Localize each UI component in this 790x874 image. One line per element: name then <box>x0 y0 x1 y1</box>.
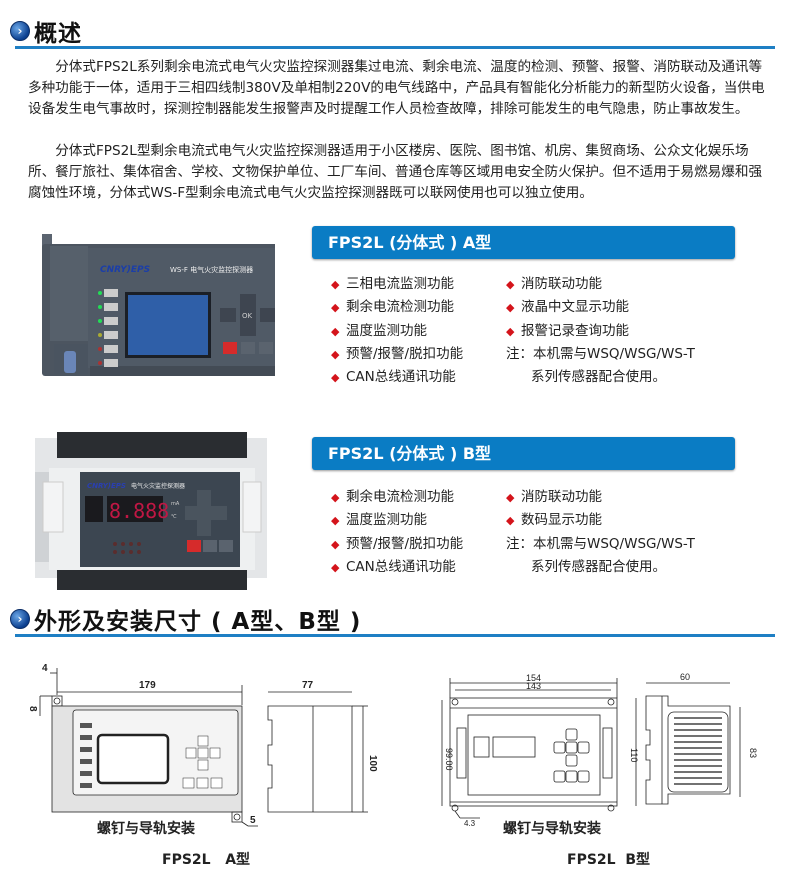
feature-item: ◆数码显示功能 <box>506 509 695 532</box>
chevron-right-circle-icon: › <box>10 21 30 41</box>
dim-label: 154 <box>526 673 541 683</box>
dim-label: 179 <box>139 680 156 691</box>
section-title: 概述 <box>34 21 82 47</box>
diamond-bullet-icon: ◆ <box>506 278 515 291</box>
overview-paragraph-1: 分体式FPS2L系列剩余电流式电气火灾监控探测器集过电流、剩余电流、温度的检测、… <box>28 59 765 117</box>
divider <box>15 634 775 637</box>
feature-item: ◆液晶中文显示功能 <box>506 296 695 319</box>
dim-label: 99.00 <box>444 748 454 771</box>
dim-label: 60 <box>680 672 690 682</box>
brand-logo: CNRY)EPS <box>100 265 150 275</box>
diamond-bullet-icon: ◆ <box>331 278 340 291</box>
dimension-drawing-b: 154 143 99.00 60 110 83 4.3 <box>441 672 758 828</box>
svg-text:mA: mA <box>171 501 180 507</box>
section-header-dimensions: › 外形及安装尺寸 ( A型、B型 ) <box>10 602 361 636</box>
model-b-banner: FPS2L (分体式 ) B型 <box>312 437 735 470</box>
digit-display: 8.888 <box>109 499 169 523</box>
model-a-features-right: ◆消防联动功能 ◆液晶中文显示功能 ◆报警记录查询功能 注：本机需与WSQ/WS… <box>506 273 695 389</box>
feature-item: ◆剩余电流检测功能 <box>331 486 463 509</box>
diamond-bullet-icon: ◆ <box>506 324 515 338</box>
diamond-bullet-icon: ◆ <box>331 491 340 504</box>
diamond-bullet-icon: ◆ <box>506 301 515 315</box>
device-label: 电气火灾监控探测器 <box>131 482 185 490</box>
diamond-bullet-icon: ◆ <box>331 560 340 574</box>
model-caption-a: FPS2L A型 <box>162 852 251 868</box>
note-line: 系列传感器配合使用。 <box>531 369 666 386</box>
led-indicators <box>98 289 118 367</box>
divider <box>15 46 775 49</box>
device-a-image: CNRY)EPS WS-F 电气火灾监控探测器 OK <box>20 232 288 382</box>
diamond-bullet-icon: ◆ <box>331 347 340 361</box>
device-b-image: CNRY)EPS 电气火灾监控探测器 8.888 mA ℃ <box>35 432 267 592</box>
dim-label: 77 <box>302 680 314 691</box>
diamond-bullet-icon: ◆ <box>506 491 515 504</box>
section-header-overview: › 概述 <box>10 14 82 48</box>
dimension-drawing-a: 4 179 8 77 100 5 <box>27 663 378 827</box>
dim-label: 8 <box>27 706 38 712</box>
svg-text:OK: OK <box>242 312 253 320</box>
feature-item: ◆预警/报警/脱扣功能 <box>331 533 463 556</box>
note-line: 系列传感器配合使用。 <box>531 558 666 575</box>
diamond-bullet-icon: ◆ <box>506 514 515 528</box>
install-caption-b: 螺钉与导轨安装 <box>503 821 601 837</box>
dim-label: 5 <box>250 815 256 826</box>
feature-item: ◆剩余电流检测功能 <box>331 296 463 319</box>
note-line: 注：本机需与WSQ/WSG/WS-T <box>506 535 695 552</box>
diamond-bullet-icon: ◆ <box>331 301 340 315</box>
install-caption-a: 螺钉与导轨安装 <box>97 821 195 837</box>
dim-label: 143 <box>526 681 541 691</box>
note-line: 注：本机需与WSQ/WSG/WS-T <box>506 345 695 362</box>
brand-logo: CNRY)EPS <box>87 482 126 490</box>
diamond-bullet-icon: ◆ <box>331 371 340 385</box>
model-a-banner: FPS2L (分体式 ) A型 <box>312 226 735 259</box>
dim-label: 100 <box>367 755 378 772</box>
feature-item: ◆温度监测功能 <box>331 320 463 343</box>
diamond-bullet-icon: ◆ <box>331 537 340 551</box>
chevron-right-circle-icon: › <box>10 609 30 629</box>
svg-text:℃: ℃ <box>171 514 177 520</box>
feature-item: ◆三相电流监测功能 <box>331 273 463 296</box>
feature-item: ◆消防联动功能 <box>506 486 695 509</box>
device-label: WS-F 电气火灾监控探测器 <box>170 265 253 274</box>
dim-label: 110 <box>629 748 639 762</box>
feature-item: ◆预警/报警/脱扣功能 <box>331 343 463 366</box>
section-title: 外形及安装尺寸 ( A型、B型 ) <box>34 609 362 635</box>
model-caption-b: FPS2L B型 <box>567 852 650 868</box>
dim-label: 4.3 <box>464 819 476 828</box>
feature-item: ◆消防联动功能 <box>506 273 695 296</box>
overview-paragraph-2: 分体式FPS2L型剩余电流式电气火灾监控探测器适用于小区楼房、医院、图书馆、机房… <box>28 143 763 201</box>
keypad <box>220 294 276 336</box>
feature-item: ◆报警记录查询功能 <box>506 320 695 343</box>
feature-item: ◆温度监测功能 <box>331 509 463 532</box>
model-a-features-left: ◆三相电流监测功能 ◆剩余电流检测功能 ◆温度监测功能 ◆预警/报警/脱扣功能 … <box>331 273 463 389</box>
feature-item: ◆CAN总线通讯功能 <box>331 556 463 579</box>
diamond-bullet-icon: ◆ <box>331 324 340 338</box>
dim-label: 83 <box>748 748 758 758</box>
model-b-features-left: ◆剩余电流检测功能 ◆温度监测功能 ◆预警/报警/脱扣功能 ◆CAN总线通讯功能 <box>331 486 463 579</box>
diamond-bullet-icon: ◆ <box>331 514 340 528</box>
dim-label: 4 <box>42 663 48 674</box>
model-b-features-right: ◆消防联动功能 ◆数码显示功能 注：本机需与WSQ/WSG/WS-T 系列传感器… <box>506 486 695 579</box>
feature-item: ◆CAN总线通讯功能 <box>331 366 463 389</box>
